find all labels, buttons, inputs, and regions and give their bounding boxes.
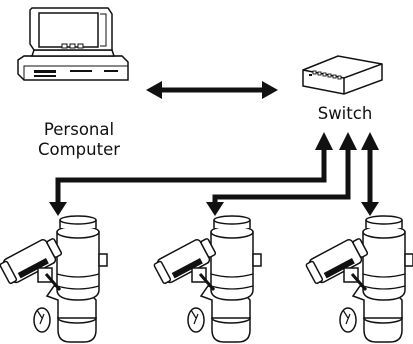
connector-switch-camera-3: [361, 132, 379, 216]
switch-label: Switch: [317, 104, 373, 123]
personal-computer-icon: [17, 7, 129, 81]
camera-1-icon: [0, 214, 109, 344]
computer-label-line2: Computer: [37, 140, 121, 159]
computer-label-line1: Personal: [43, 120, 115, 139]
network-switch-icon: [302, 55, 383, 95]
connector-computer-switch: [146, 81, 278, 99]
camera-2-icon: [151, 214, 263, 344]
camera-3-icon: [303, 214, 413, 344]
connector-switch-camera-1: [49, 132, 333, 216]
connector-switch-camera-2: [206, 132, 357, 216]
